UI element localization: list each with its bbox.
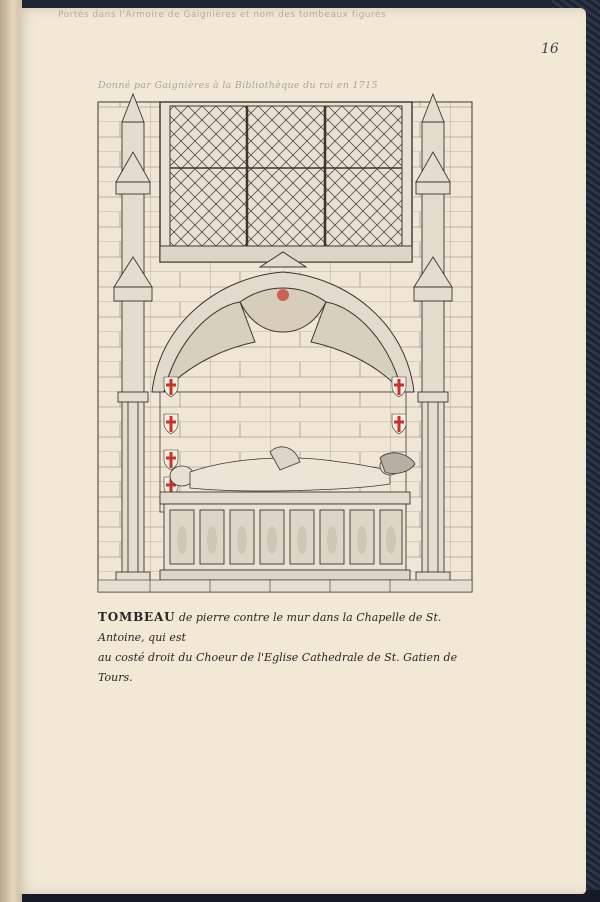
gothic-arch — [151, 251, 415, 393]
lattice-window — [159, 101, 413, 263]
sarcophagus — [159, 491, 411, 581]
faint-provenance-note: Donné par Gaignières à la Bibliothèque d… — [98, 80, 378, 91]
recumbent-effigy — [169, 446, 416, 492]
figure-caption: TOMBEAU de pierre contre le mur dans la … — [98, 607, 488, 688]
caption-line-1: de pierre contre le mur dans la Chapelle… — [98, 611, 442, 644]
folio-number: 16 — [541, 41, 559, 57]
caption-lead-word: TOMBEAU — [98, 610, 176, 624]
caption-line-2: au costé droit du Choeur de l'Eglise Cat… — [98, 651, 458, 684]
top-faint-note: Portés dans l'Armoire de Gaignières et n… — [58, 10, 387, 20]
book-gutter — [0, 0, 22, 902]
tomb-drawing — [97, 92, 473, 593]
floor-tiles — [97, 579, 473, 593]
